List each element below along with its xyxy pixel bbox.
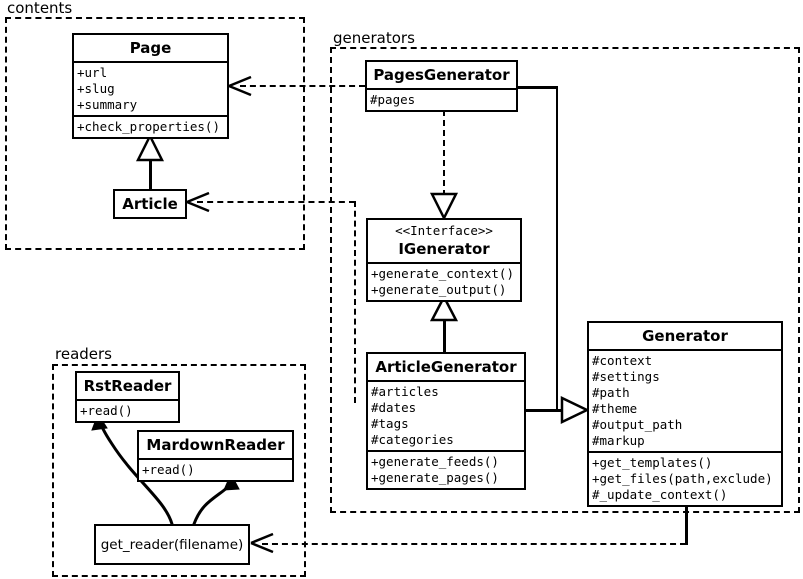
method: +generate_feeds() [371,454,499,469]
edge-generator-to-getreader-dashed [262,543,686,545]
class-mardown-reader[interactable]: MardownReader +read() [137,430,294,482]
method: +check_properties() [77,119,220,134]
method: +read() [80,403,133,418]
class-generator[interactable]: Generator #context #settings #path #them… [587,321,783,507]
attribute: #markup [592,433,645,448]
class-article-generator-methods: +generate_feeds() +generate_pages() [368,450,524,488]
edge-pagesgen-to-generator-v [555,86,558,411]
class-igenerator-methods: +generate_context() +generate_output() [368,262,520,300]
class-igenerator[interactable]: <<Interface>> IGenerator +generate_conte… [366,218,522,302]
package-contents [5,17,305,250]
class-pages-generator[interactable]: PagesGenerator #pages [365,60,518,112]
class-mardown-reader-name: MardownReader [146,436,285,454]
class-article-generator-name: ArticleGenerator [375,358,517,376]
attribute: +summary [77,97,138,112]
class-igenerator-name: IGenerator [398,240,490,258]
package-generators-label: generators [330,30,418,47]
class-page[interactable]: Page +url +slug +summary +check_properti… [72,33,229,139]
class-article-generator[interactable]: ArticleGenerator #articles #dates #tags … [366,352,526,490]
method: +generate_context() [371,266,514,281]
class-rst-reader-name: RstReader [83,377,172,395]
attribute: #dates [371,400,417,415]
class-article-name: Article [122,195,178,213]
class-generator-name: Generator [642,327,728,345]
class-rst-reader[interactable]: RstReader +read() [75,371,180,423]
class-pages-generator-name: PagesGenerator [373,66,510,84]
edge-generator-down-v [685,503,688,545]
method: +get_templates() [592,455,713,470]
attribute: #tags [371,416,409,431]
attribute: #articles [371,384,439,399]
attribute: +slug [77,81,115,96]
package-readers [52,364,306,577]
method: #_update_context() [592,487,728,502]
class-pages-generator-attributes: #pages [367,88,516,110]
method: +generate_output() [371,282,507,297]
edge-article-to-page-v [149,157,152,189]
edge-pagesgen-to-igenerator-dashed [443,110,445,196]
method: +read() [142,462,195,477]
class-article-generator-attributes: #articles #dates #tags #categories [368,380,524,450]
attribute: #context [592,353,653,368]
attribute: #path [592,385,630,400]
class-page-attributes: +url +slug +summary [74,61,227,115]
edge-pagesgen-to-generator-h1 [518,86,558,89]
class-igenerator-stereotype: <<Interface>> [395,223,493,238]
edge-igenerator-to-article-h [197,201,355,203]
class-generator-methods: +get_templates() +get_files(path,exclude… [589,451,781,505]
package-contents-label: contents [4,0,76,17]
attribute: #settings [592,369,660,384]
attribute: #categories [371,432,454,447]
package-generators [330,47,800,513]
function-get-reader[interactable]: get_reader(filename) [94,524,250,565]
package-readers-label: readers [52,346,115,363]
function-get-reader-label: get_reader(filename) [100,536,244,553]
class-rst-reader-methods: +read() [77,399,178,421]
edge-pagesgen-to-page-dashed [240,85,365,87]
attribute: +url [77,65,108,80]
attribute: #theme [592,401,638,416]
class-page-name: Page [129,39,172,57]
edge-articlegen-to-igenerator-v [443,316,446,356]
attribute: #output_path [592,417,683,432]
edge-igenerator-to-article-v [354,201,356,403]
method: +generate_pages() [371,470,499,485]
method: +get_files(path,exclude) [592,471,773,486]
class-generator-attributes: #context #settings #path #theme #output_… [589,349,781,451]
class-article[interactable]: Article [113,189,187,219]
edge-articlegen-to-generator-h [525,409,573,412]
class-mardown-reader-methods: +read() [139,458,292,480]
class-page-methods: +check_properties() [74,115,227,137]
attribute: #pages [370,92,416,107]
